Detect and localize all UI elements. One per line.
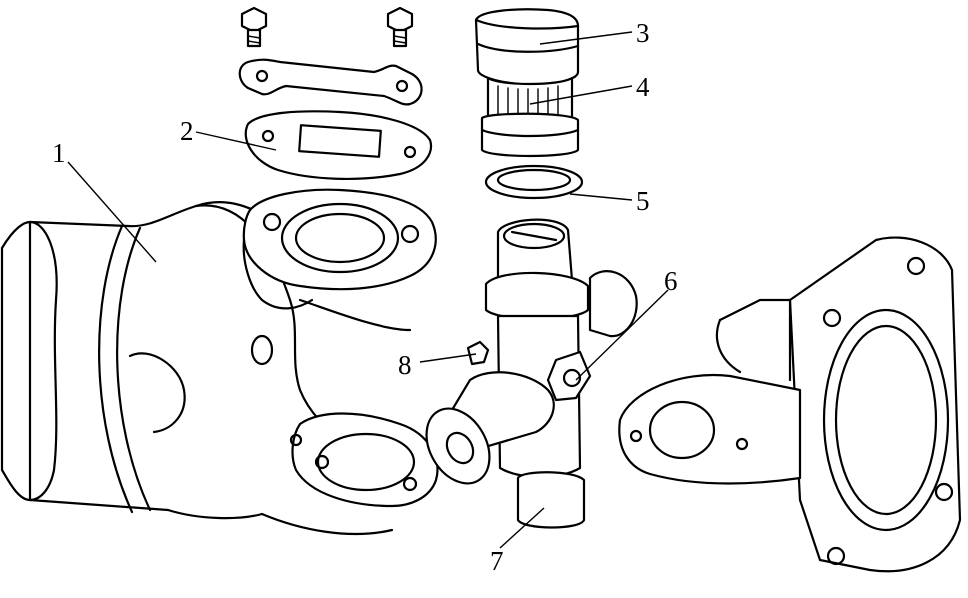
yoke-shaft — [0, 188, 439, 536]
callout-7: 7 — [490, 546, 504, 576]
right-yoke — [618, 236, 962, 573]
callout-1: 1 — [52, 138, 66, 168]
threaded-insert — [480, 76, 580, 158]
callout-8: 8 — [398, 350, 412, 380]
seal-ring — [484, 164, 584, 200]
leader-5 — [569, 193, 633, 201]
cross-spider — [425, 218, 638, 529]
leader-4 — [529, 85, 633, 105]
leader-2 — [195, 131, 277, 151]
leader-3 — [539, 31, 633, 45]
lock-plate — [238, 58, 423, 106]
cover-plate — [244, 110, 433, 181]
bolts — [240, 6, 414, 48]
leader-8 — [419, 353, 477, 363]
leader-7 — [499, 507, 545, 549]
callout-6: 6 — [664, 266, 678, 296]
leader-lines — [67, 31, 669, 549]
callout-3: 3 — [636, 18, 650, 48]
callout-4: 4 — [636, 72, 650, 102]
cap — [474, 8, 580, 86]
callout-5: 5 — [636, 186, 650, 216]
callout-2: 2 — [180, 116, 194, 146]
leader-1 — [67, 161, 157, 263]
leader-6 — [575, 289, 669, 381]
